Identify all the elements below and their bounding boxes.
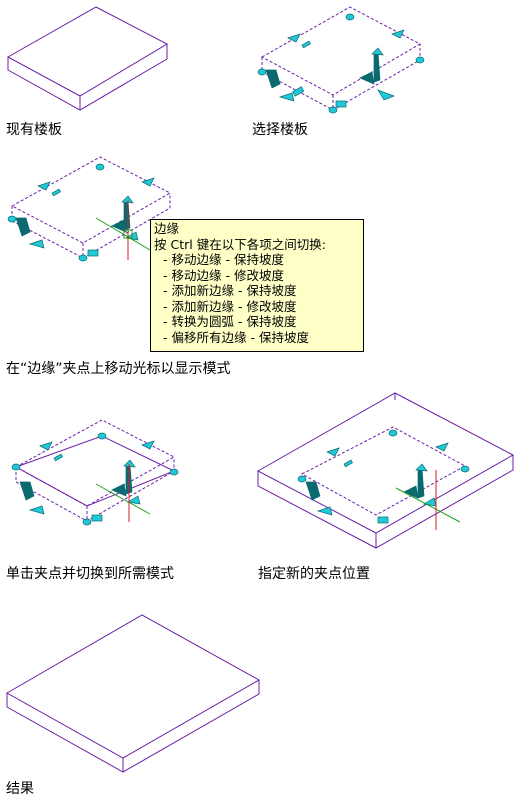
result-slab-drawing xyxy=(5,614,261,773)
caption-hover-edge: 在“边缘”夹点上移动光标以显示模式 xyxy=(6,361,231,377)
caption-specify-location: 指定新的夹点位置 xyxy=(258,566,370,582)
tooltip-item: - 添加新边缘 - 修改坡度 xyxy=(163,298,297,314)
tooltip-item: - 移动边缘 - 保持坡度 xyxy=(163,252,284,267)
tooltip-item: - 移动边缘 - 修改坡度 xyxy=(163,267,284,283)
caption-select-slab: 选择楼板 xyxy=(252,122,308,138)
specify-location-drawing xyxy=(256,392,515,549)
selected-slab-drawing xyxy=(257,6,425,114)
caption-result: 结果 xyxy=(6,781,34,797)
existing-slab-drawing xyxy=(6,6,169,111)
click-grip-drawing xyxy=(11,419,179,526)
caption-existing-slab: 现有楼板 xyxy=(6,122,62,138)
tooltip-instruction: 按 Ctrl 键在以下各项之间切换: xyxy=(154,236,326,252)
hover-edge-drawing xyxy=(7,156,172,262)
caption-click-grip: 单击夹点并切换到所需模式 xyxy=(6,566,174,582)
tooltip-item: - 偏移所有边缘 - 保持坡度 xyxy=(163,329,309,345)
tooltip-item: - 转换为圆弧 - 保持坡度 xyxy=(163,314,297,329)
edge-grip-tooltip: 边缘 按 Ctrl 键在以下各项之间切换: - 移动边缘 - 保持坡度 - 移动… xyxy=(150,219,364,352)
tooltip-title: 边缘 xyxy=(154,221,180,236)
tooltip-item: - 添加新边缘 - 保持坡度 xyxy=(163,283,297,298)
